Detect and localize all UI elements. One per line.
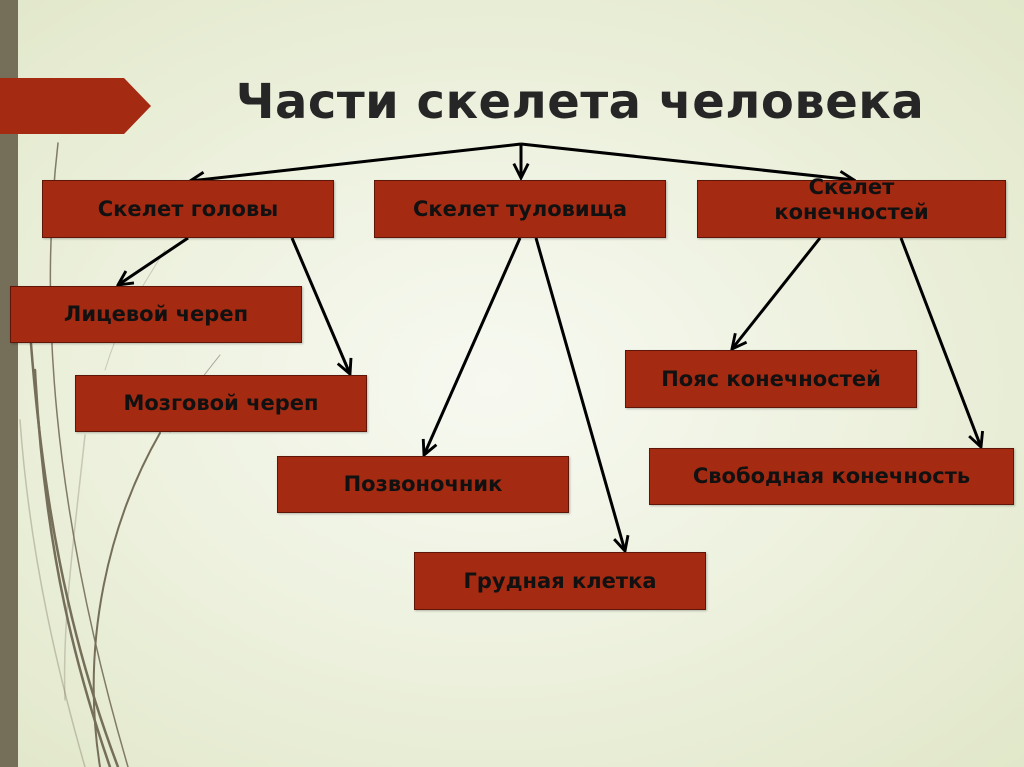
arrow-root-to-limbs bbox=[520, 142, 854, 180]
arrow-root-to-head bbox=[190, 142, 522, 181]
node-limb-girdle: Пояс конечностей bbox=[625, 350, 917, 408]
node-label: Пояс конечностей bbox=[661, 366, 881, 391]
node-label: Грудная клетка bbox=[463, 568, 657, 593]
node-trunk-skeleton: Скелет туловища bbox=[374, 180, 666, 238]
node-free-limb: Свободная конечность bbox=[649, 448, 1014, 505]
node-label: Лицевой череп bbox=[63, 302, 249, 327]
node-label: Свободная конечность bbox=[692, 464, 971, 489]
title-banner-arrow bbox=[0, 78, 151, 134]
arrow-limbs-to-freelimb bbox=[899, 237, 981, 447]
page-title: Части скелета человека bbox=[235, 74, 925, 130]
node-label: Скелет головы bbox=[97, 196, 279, 221]
node-label: Позвоночник bbox=[343, 472, 503, 497]
node-label: Мозговой череп bbox=[123, 391, 319, 416]
node-ribcage: Грудная клетка bbox=[414, 552, 706, 610]
node-label-line2: конечностей bbox=[774, 200, 929, 225]
node-label: Скелет туловища bbox=[412, 196, 628, 221]
node-spine: Позвоночник bbox=[277, 456, 569, 513]
node-skull-skeleton: Скелет головы bbox=[42, 180, 334, 238]
node-label-line1: Скелет bbox=[808, 175, 895, 199]
arrow-trunk-to-spine bbox=[424, 237, 522, 455]
node-cranial-skull: Мозговой череп bbox=[75, 375, 367, 432]
node-facial-skull: Лицевой череп bbox=[10, 286, 302, 343]
sidebar-bar bbox=[0, 0, 18, 767]
node-limbs-skeleton: Скелет конечностей bbox=[697, 175, 1006, 238]
arrow-limbs-to-girdle bbox=[732, 237, 822, 349]
arrow-head-to-facial bbox=[118, 236, 189, 285]
